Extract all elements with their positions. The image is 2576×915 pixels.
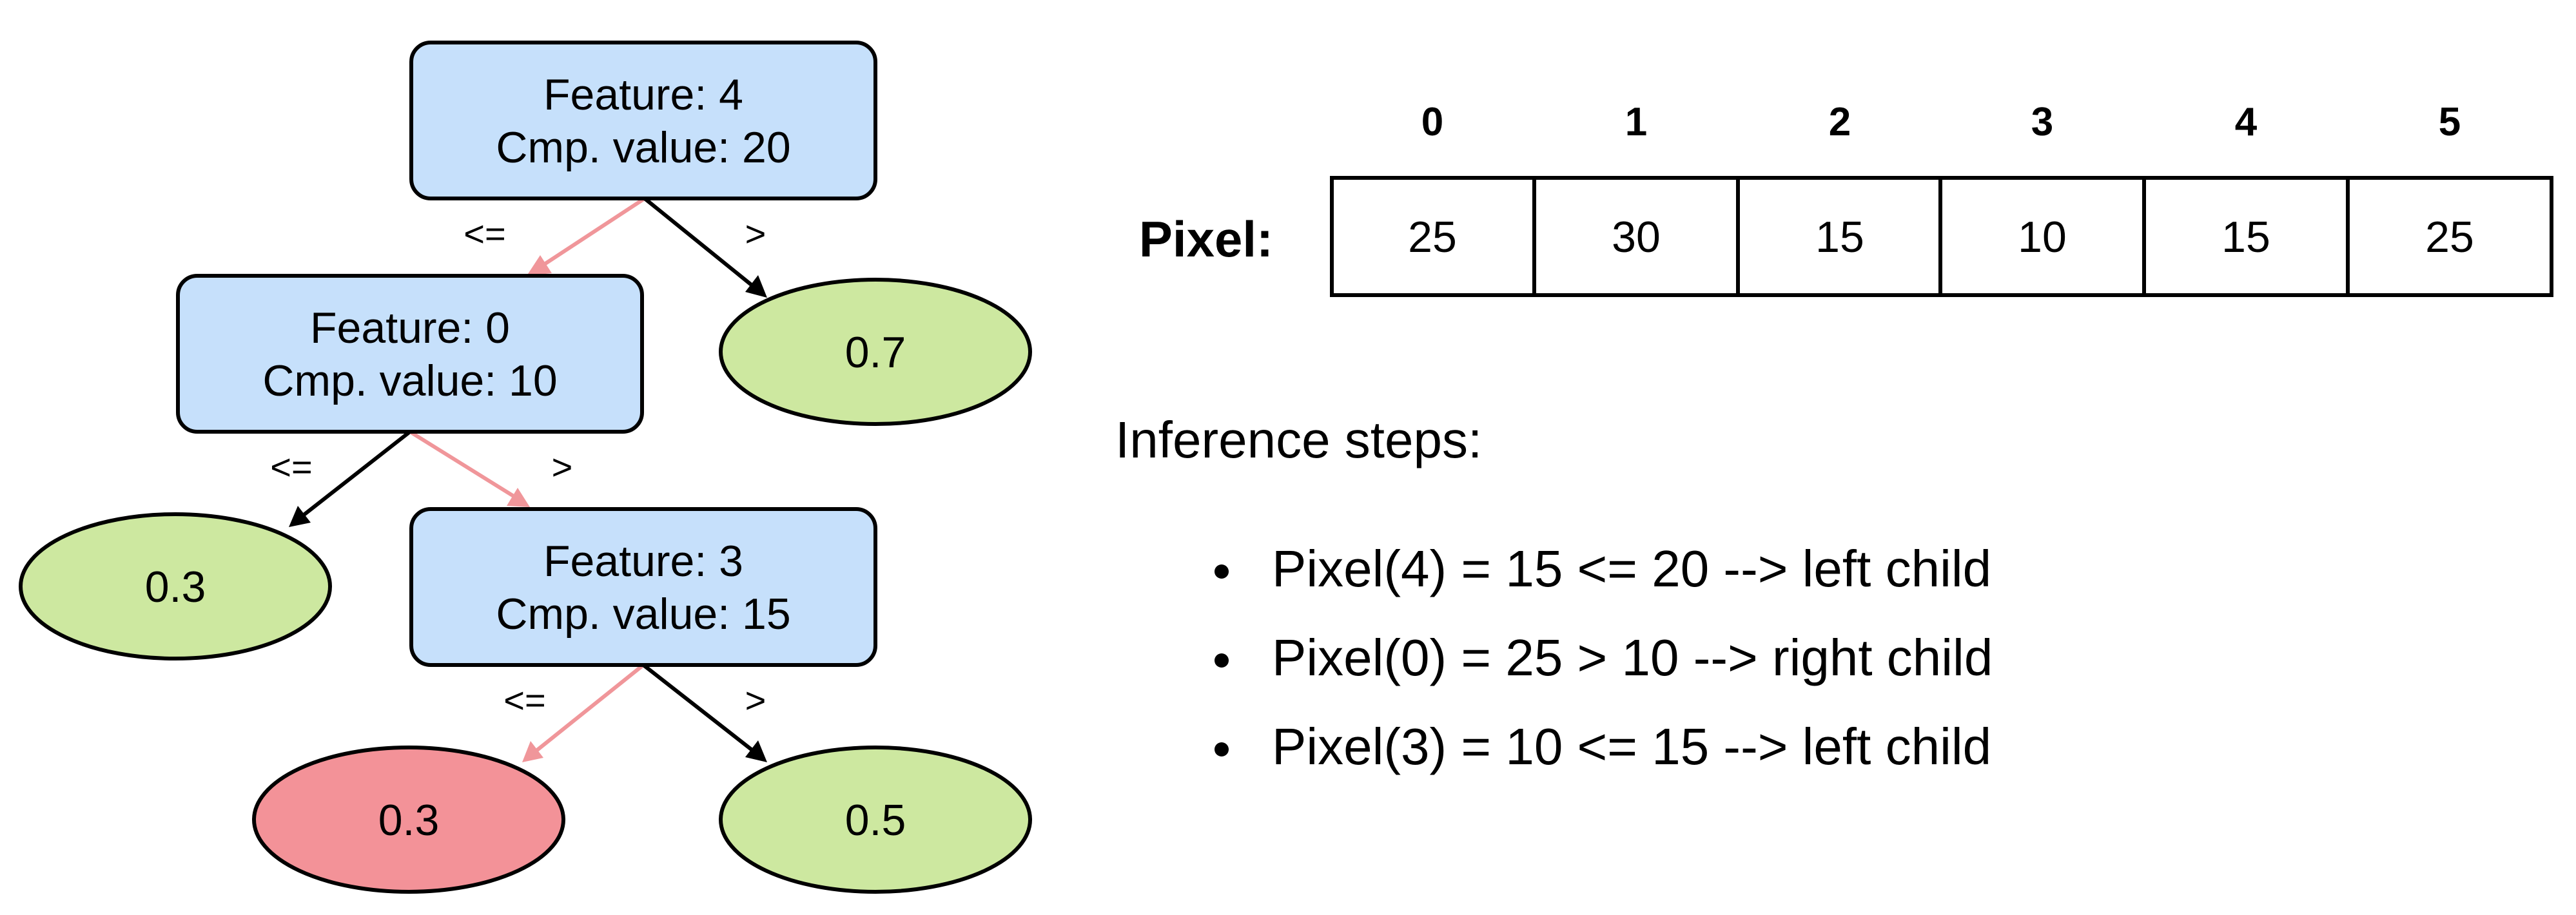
leaf-node-selected-0-3-shape: [252, 746, 565, 894]
pixel-cell-2: [1736, 176, 1942, 297]
leaf-node-selected-0-3: 0.3: [252, 746, 565, 894]
edge-feature3-to-leaf-0-3-selected: [535, 663, 645, 753]
pixel-table-cells: 25 30 15 10 15 25: [1330, 176, 2553, 297]
leaf-node-0-7-shape: [719, 278, 1032, 426]
pixel-index-2: 2: [1829, 100, 1851, 144]
root-right-label: >: [745, 213, 766, 254]
arrowhead-feature0-to-feature3: [507, 488, 530, 507]
inference-steps: Inference steps: Pixel(4) = 15 <= 20 -->…: [1115, 411, 1993, 775]
pixel-value-1: 30: [1612, 213, 1661, 262]
pixel-index-3: 3: [2031, 100, 2053, 144]
inference-steps-title: Inference steps:: [1115, 411, 1482, 468]
pixel-index-5: 5: [2439, 100, 2461, 144]
pixel-table: Pixel: 0 1 2 3 4 5 25 30 15 10 15 25: [1139, 100, 2553, 297]
pixel-cell-5: [2346, 176, 2553, 297]
inference-step-item: Pixel(3) = 10 <= 15 --> left child: [1215, 718, 1991, 775]
bullet-icon: [1215, 653, 1229, 668]
pixel-index-1: 1: [1625, 100, 1647, 144]
inference-step-text: Pixel(3) = 10 <= 15 --> left child: [1272, 718, 1991, 775]
edge-root-to-leaf-0-7: [643, 197, 754, 288]
leaf-node-0-7: 0.7: [719, 278, 1032, 426]
edge-feature0-to-leaf-0-3: [302, 430, 411, 517]
leaf-node-0-5: 0.5: [719, 746, 1032, 894]
pixel-cell-3: [1938, 176, 2146, 297]
pixel-value-4: 15: [2221, 213, 2270, 262]
pixel-value-5: 25: [2425, 213, 2474, 262]
pixel-value-2: 15: [1815, 213, 1864, 262]
split-node-feature3-feature: Feature: 3: [543, 537, 743, 586]
bullet-icon: [1215, 742, 1229, 756]
pixel-table-label: Pixel:: [1139, 211, 1273, 267]
split-node-root: Feature: 4 Cmp. value: 20: [409, 41, 877, 200]
inference-step-item: Pixel(0) = 25 > 10 --> right child: [1215, 629, 1993, 686]
edge-root-to-feature0: [540, 197, 646, 268]
leaf-node-0-5-shape: [719, 746, 1032, 894]
inference-step-text: Pixel(0) = 25 > 10 --> right child: [1272, 629, 1993, 686]
leaf-node-0-5-value: 0.5: [845, 796, 906, 845]
pixel-value-0: 25: [1408, 213, 1457, 262]
feature3-left-label: <=: [503, 680, 545, 720]
pixel-cell-4: [2142, 176, 2350, 297]
pixel-cell-1: [1532, 176, 1740, 297]
pixel-index-0: 0: [1421, 100, 1443, 144]
arrowhead-feature3-to-leaf-0-3-selected: [522, 741, 543, 762]
leaf-node-selected-0-3-value: 0.3: [378, 796, 440, 845]
pixel-index-4: 4: [2235, 100, 2258, 144]
arrowhead-feature0-to-leaf-0-3: [289, 506, 311, 527]
arrowhead-root-to-feature0: [527, 255, 552, 276]
split-node-root-feature: Feature: 4: [543, 70, 743, 119]
pixel-value-3: 10: [2018, 213, 2067, 262]
edge-feature0-to-feature3: [409, 430, 517, 499]
leaf-node-0-7-value: 0.7: [845, 328, 906, 377]
arrowhead-root-to-leaf-0-7: [745, 275, 767, 298]
split-node-root-box: [409, 41, 877, 200]
split-node-feature0-cmp-value: Cmp. value: 10: [262, 356, 557, 405]
leaf-node-0-3: 0.3: [19, 512, 332, 660]
edge-feature3-to-leaf-0-5: [642, 663, 754, 753]
split-node-root-cmp-value: Cmp. value: 20: [496, 123, 790, 172]
tree-edges: [289, 197, 767, 762]
inference-step-item: Pixel(4) = 15 <= 20 --> left child: [1215, 540, 1991, 597]
pixel-table-indices: 0 1 2 3 4 5: [1421, 100, 2461, 144]
bullet-icon: [1215, 564, 1229, 579]
feature0-right-label: >: [552, 447, 573, 487]
split-node-feature3: Feature: 3 Cmp. value: 15: [409, 507, 877, 667]
feature3-right-label: >: [745, 680, 766, 720]
root-left-label: <=: [463, 213, 505, 254]
pixel-cell-0: [1330, 176, 1536, 297]
edge-labels: <= > <= > <= >: [270, 213, 766, 720]
feature0-left-label: <=: [270, 447, 312, 487]
split-node-feature3-box: [409, 507, 877, 667]
arrowhead-feature3-to-leaf-0-5: [745, 740, 767, 762]
split-node-feature0-feature: Feature: 0: [310, 303, 510, 352]
split-node-feature0: Feature: 0 Cmp. value: 10: [176, 274, 644, 434]
leaf-node-0-3-value: 0.3: [145, 563, 206, 612]
split-node-feature0-box: [176, 274, 644, 434]
split-node-feature3-cmp-value: Cmp. value: 15: [496, 590, 790, 639]
inference-step-text: Pixel(4) = 15 <= 20 --> left child: [1272, 540, 1991, 597]
leaf-node-0-3-shape: [19, 512, 332, 660]
